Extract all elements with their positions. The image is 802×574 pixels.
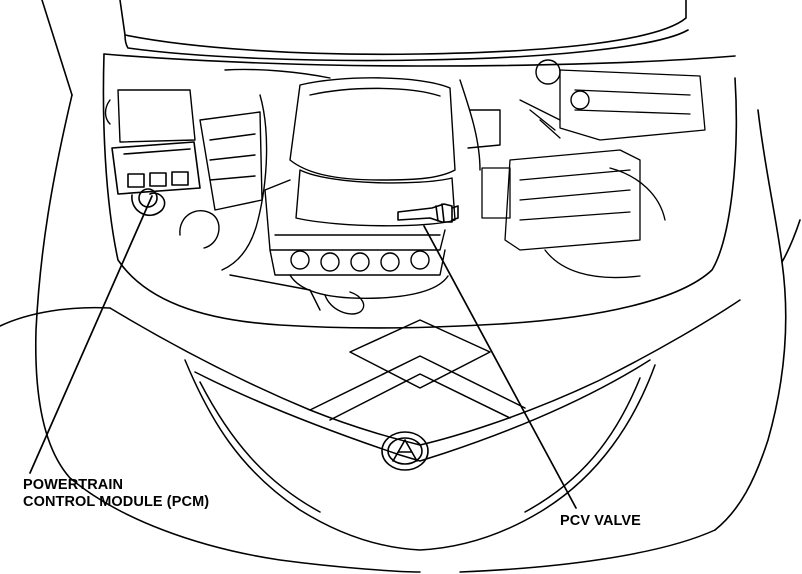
pcm-leader-line (29, 195, 153, 474)
pcm-label-line1: POWERTRAIN (23, 477, 124, 493)
pcv-callout: PCV VALVE (560, 513, 641, 529)
fuse-box (481, 69, 706, 279)
pcm-label-line2: CONTROL MODULE (PCM) (23, 494, 210, 510)
pcm-callout: POWERTRAIN CONTROL MODULE (PCM) (23, 477, 209, 511)
pcv-valve (397, 203, 459, 223)
engine-intake (104, 59, 590, 315)
engine-bay-opening (102, 53, 738, 329)
pcm-unit (111, 141, 201, 216)
leader-lines (29, 195, 577, 509)
front-grille (69, 299, 741, 573)
pcv-leader-line (423, 225, 577, 509)
hood-panel (41, 0, 689, 96)
acura-emblem-icon (381, 431, 429, 471)
body-outline (0, 94, 801, 531)
